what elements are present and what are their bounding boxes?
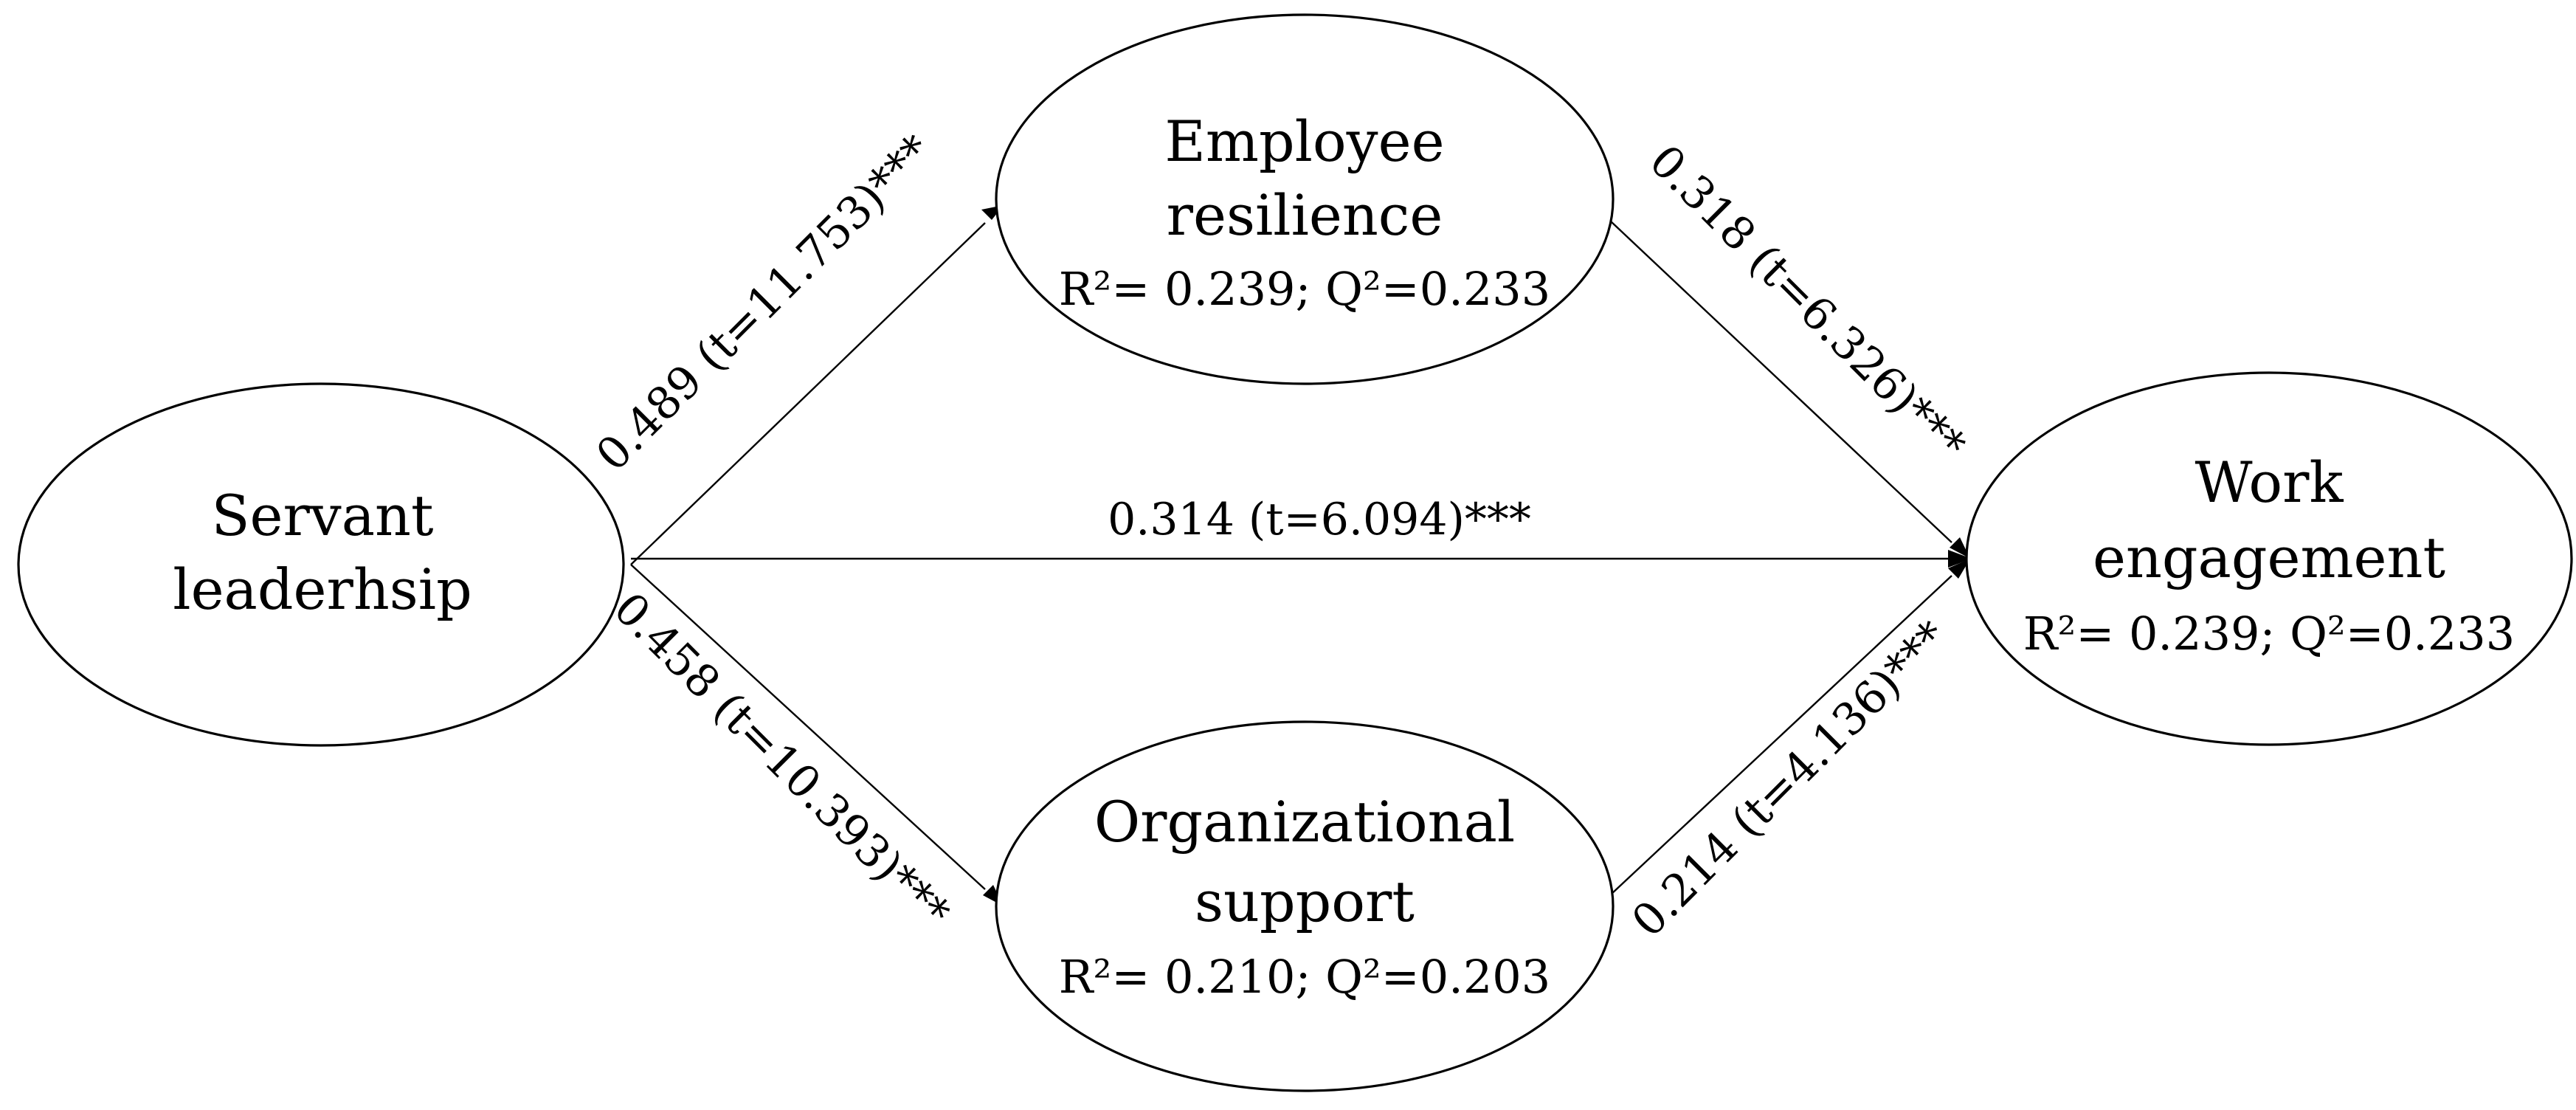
edge-support-to-engagement-line xyxy=(1610,575,1952,895)
edge-resilience-to-engagement xyxy=(1610,221,1970,559)
edge-servant-to-engagement xyxy=(631,550,1972,568)
edge-servant-to-engagement-arrow xyxy=(1948,550,1972,568)
edge-label-servant-to-engagement: 0.314 (t=6.094)*** xyxy=(1108,494,1531,545)
node-employee-resilience-ellipse xyxy=(995,13,1615,385)
node-employee-resilience-stats: R²= 0.239; Q²=0.233 xyxy=(1059,262,1550,316)
edge-support-to-engagement-arrow xyxy=(1948,559,1970,579)
edge-servant-to-support xyxy=(630,564,1004,906)
node-servant-leadership-title-line-2: leaderhsip xyxy=(173,556,472,622)
edge-label-resilience-to-engagement: 0.318 (t=6.326)*** xyxy=(1640,135,1975,471)
edge-servant-to-support-line xyxy=(630,564,986,890)
node-servant-leadership-ellipse xyxy=(17,382,625,747)
node-work-engagement-stats: R²= 0.239; Q²=0.233 xyxy=(2023,607,2515,661)
node-organizational-support-title-line-1: Organizational xyxy=(1094,789,1515,855)
node-work-engagement-title-line-2: engagement xyxy=(2093,525,2445,590)
node-organizational-support-ellipse xyxy=(995,720,1615,1092)
edge-servant-to-resilience-line xyxy=(630,222,986,565)
edge-label-servant-to-support: 0.458 (t=10.393)*** xyxy=(604,583,959,939)
edge-label-servant-to-resilience: 0.489 (t=11.753)*** xyxy=(587,125,942,481)
node-employee-resilience-title-line-2: resilience xyxy=(1167,182,1443,248)
node-organizational-support-title-line-2: support xyxy=(1195,869,1415,934)
node-work-engagement: Work engagement R²= 0.239; Q²=0.233 xyxy=(1965,371,2573,746)
edge-label-support-to-engagement: 0.214 (t=4.136)*** xyxy=(1622,611,1958,947)
edge-resilience-to-engagement-arrow xyxy=(1950,537,1970,559)
node-organizational-support-stats: R²= 0.210; Q²=0.203 xyxy=(1059,950,1550,1004)
nodes: Servant leaderhsip Employee resilience R… xyxy=(17,13,2573,1092)
edge-support-to-engagement xyxy=(1610,559,1970,895)
edges xyxy=(630,205,1972,906)
node-work-engagement-ellipse xyxy=(1965,371,2573,746)
node-servant-leadership-title-line-1: Servant xyxy=(211,483,433,548)
node-employee-resilience-title-line-1: Employee xyxy=(1164,108,1444,174)
node-employee-resilience: Employee resilience R²= 0.239; Q²=0.233 xyxy=(995,13,1615,385)
node-work-engagement-title-line-1: Work xyxy=(2195,449,2344,515)
edge-resilience-to-engagement-line xyxy=(1610,221,1952,543)
node-servant-leadership: Servant leaderhsip xyxy=(17,382,625,747)
node-organizational-support: Organizational support R²= 0.210; Q²=0.2… xyxy=(995,720,1615,1092)
